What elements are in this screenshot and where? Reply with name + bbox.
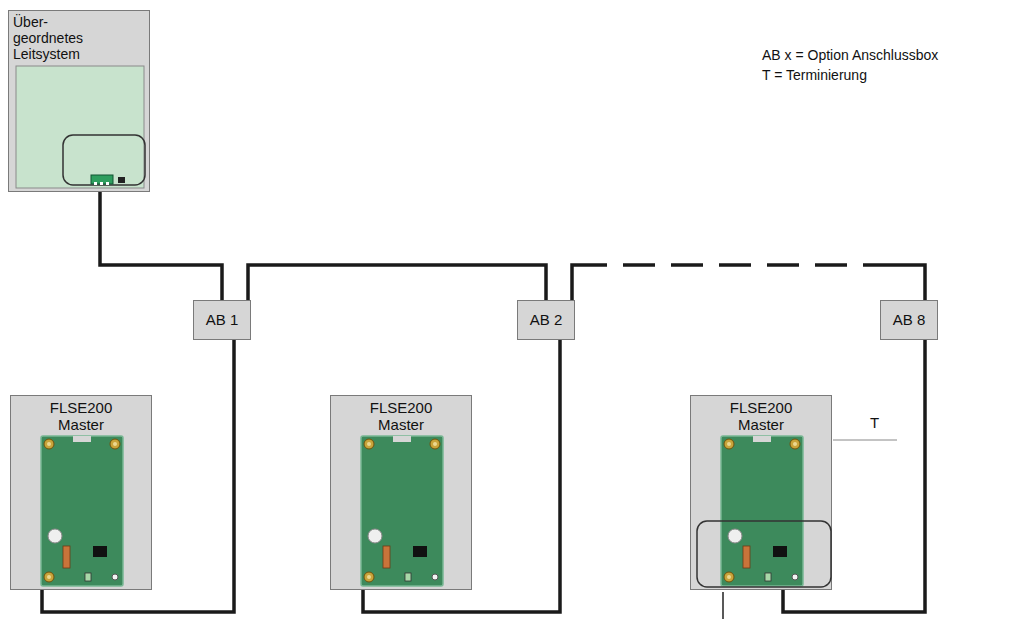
box-title: Über- geordnetes Leitsystem bbox=[9, 11, 83, 62]
box-label: AB 2 bbox=[530, 311, 563, 328]
device-box: FLSE200 Master bbox=[690, 395, 832, 590]
cable bbox=[248, 265, 546, 300]
device-box: FLSE200 Master bbox=[330, 395, 472, 590]
board bbox=[16, 66, 145, 188]
legend-note: T = Terminierung bbox=[762, 67, 867, 83]
leader-line bbox=[833, 440, 897, 441]
board bbox=[721, 436, 803, 586]
device-box: FLSE200 Master bbox=[10, 395, 152, 590]
terminal-wire bbox=[722, 592, 724, 619]
box-label: AB 1 bbox=[206, 311, 239, 328]
board bbox=[41, 436, 123, 586]
legend-note: AB x = Option Anschlussbox bbox=[762, 47, 938, 63]
callout-letter: T bbox=[870, 414, 879, 431]
junction-box: AB 1 bbox=[193, 300, 251, 340]
box-label: AB 8 bbox=[893, 311, 926, 328]
board bbox=[361, 436, 443, 586]
junction-box: AB 8 bbox=[880, 300, 938, 340]
box-title: FLSE200 Master bbox=[50, 399, 113, 434]
termination-highlight bbox=[697, 521, 831, 587]
control-system-box: Über- geordnetes Leitsystem bbox=[8, 10, 150, 192]
box-title: FLSE200 Master bbox=[730, 399, 793, 434]
cable bbox=[100, 192, 222, 300]
cable bbox=[572, 265, 925, 300]
junction-box: AB 2 bbox=[517, 300, 575, 340]
box-title: FLSE200 Master bbox=[370, 399, 433, 434]
